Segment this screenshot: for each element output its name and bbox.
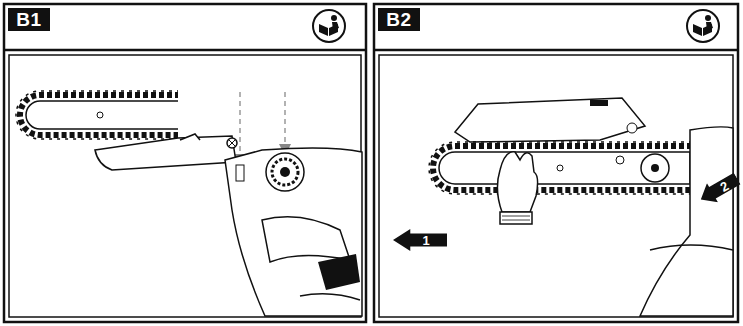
chain-bar bbox=[557, 165, 563, 171]
blade-guard bbox=[590, 100, 608, 106]
chain-bar bbox=[26, 101, 180, 129]
saw-body bbox=[640, 127, 733, 316]
panel-label: B2 bbox=[386, 9, 411, 31]
saw-body bbox=[272, 159, 298, 185]
manual-icon bbox=[687, 10, 719, 42]
panel-frame bbox=[374, 49, 738, 52]
hand bbox=[497, 152, 537, 224]
chain-bar bbox=[16, 85, 188, 143]
saw-body bbox=[95, 134, 362, 316]
panel-frame bbox=[374, 4, 738, 322]
saw-body bbox=[95, 136, 236, 170]
saw-body bbox=[318, 254, 360, 290]
arrow-shape bbox=[393, 229, 447, 251]
manual-icon bbox=[313, 10, 345, 42]
direction-arrow: 1 bbox=[393, 229, 447, 251]
panel-frame bbox=[379, 55, 733, 317]
hand bbox=[497, 152, 537, 212]
panel-frame bbox=[4, 49, 366, 52]
panel-frame bbox=[374, 4, 738, 322]
chain-bar bbox=[616, 156, 624, 164]
panel-frame bbox=[4, 4, 366, 322]
panel-frame bbox=[4, 4, 366, 322]
saw-body bbox=[262, 217, 350, 262]
arrow-shape bbox=[695, 169, 742, 209]
mount-guides bbox=[239, 92, 241, 160]
blade-guard bbox=[455, 98, 645, 142]
panel-label: B1 bbox=[16, 9, 41, 31]
chain-bar bbox=[429, 142, 700, 194]
chain-bar bbox=[651, 164, 659, 172]
blade-guard bbox=[455, 98, 645, 142]
panel-frame bbox=[9, 55, 361, 317]
hand bbox=[500, 212, 532, 224]
chain-bar bbox=[439, 152, 690, 184]
chain-bar bbox=[429, 142, 700, 194]
step-number: 1 bbox=[422, 233, 429, 248]
chain-bar bbox=[16, 91, 180, 139]
saw-body bbox=[229, 140, 235, 146]
saw-body bbox=[280, 167, 290, 177]
blade-guard bbox=[627, 123, 637, 133]
saw-body bbox=[236, 165, 244, 181]
chain-bar bbox=[641, 154, 669, 182]
panel-tab: B1 bbox=[8, 8, 50, 31]
chain-bar bbox=[20, 95, 180, 135]
mount-guides bbox=[284, 92, 286, 150]
manual-icon bbox=[313, 10, 345, 42]
manual-icon bbox=[687, 10, 719, 42]
saw-body bbox=[225, 148, 362, 316]
saw-body bbox=[266, 153, 304, 191]
saw-body bbox=[650, 245, 733, 250]
saw-body bbox=[640, 127, 733, 316]
panel-tab: B2 bbox=[378, 8, 420, 31]
arrow-shape bbox=[393, 229, 447, 251]
saw-body bbox=[300, 294, 360, 300]
saw-body bbox=[227, 138, 237, 148]
chain-bar bbox=[97, 112, 103, 118]
chain-bar bbox=[433, 146, 700, 190]
chain-bar bbox=[178, 85, 188, 143]
saw-body bbox=[180, 134, 200, 140]
hand bbox=[502, 216, 530, 220]
